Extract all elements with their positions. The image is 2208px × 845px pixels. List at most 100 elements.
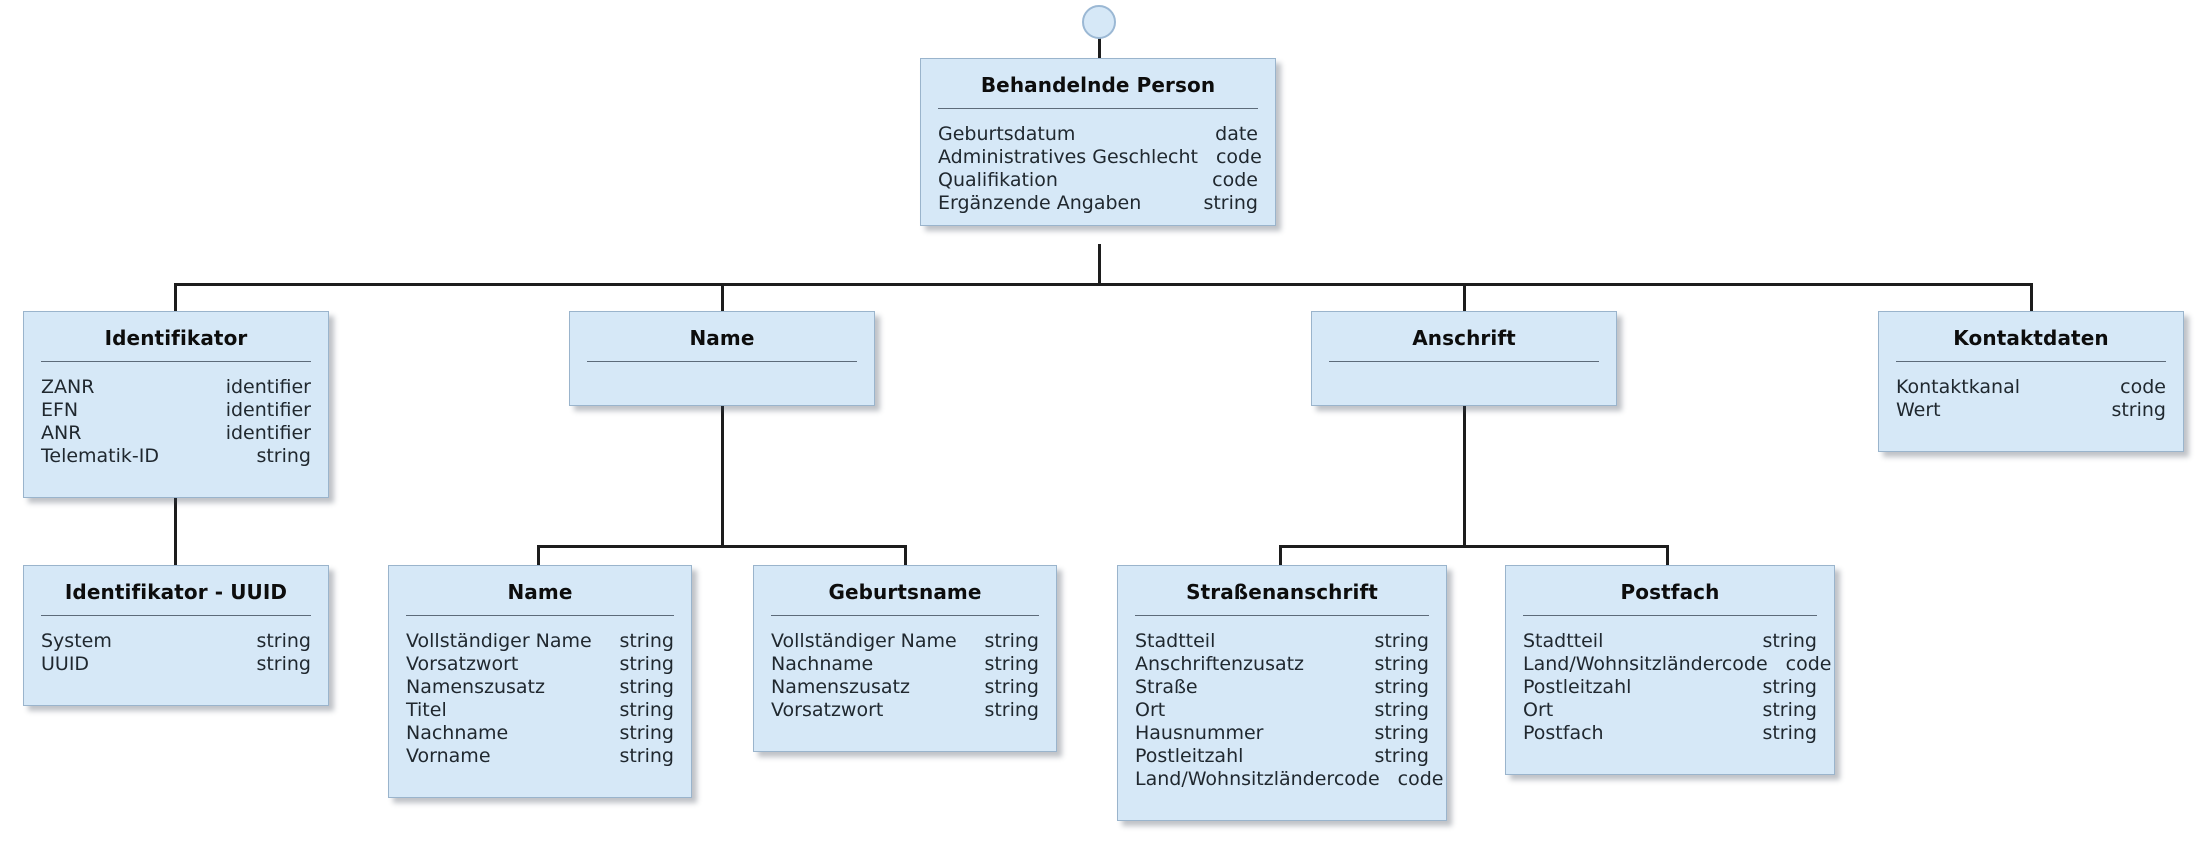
attribute-name: UUID bbox=[41, 653, 90, 675]
attribute-name: Straße bbox=[1135, 676, 1198, 698]
attribute-name: Qualifikation bbox=[938, 169, 1058, 191]
attribute-name: Vollständiger Name bbox=[406, 630, 592, 652]
attribute-type: code bbox=[2120, 376, 2166, 398]
root-connector-dot bbox=[1082, 5, 1116, 39]
attribute-row: Postleitzahl string bbox=[1135, 745, 1429, 768]
node-title: Postfach bbox=[1620, 580, 1720, 604]
attribute-type: string bbox=[619, 676, 674, 698]
attribute-type: string bbox=[619, 699, 674, 721]
edge-bar-to-name-group bbox=[721, 283, 724, 312]
attribute-name: Vorsatzwort bbox=[771, 699, 884, 721]
node-identifikator[interactable]: Identifikator ZANR identifier EFN identi… bbox=[23, 311, 329, 498]
attribute-type: code bbox=[1215, 146, 1262, 168]
node-title: Kontaktdaten bbox=[1953, 326, 2109, 350]
attribute-name: Ort bbox=[1135, 699, 1166, 721]
node-kontaktdaten[interactable]: Kontaktdaten Kontaktkanal code Wert stri… bbox=[1878, 311, 2184, 452]
attribute-row: Stadtteil string bbox=[1135, 630, 1429, 653]
attribute-name: Land/Wohnsitzländercode bbox=[1523, 653, 1768, 675]
attribute-type: string bbox=[619, 722, 674, 744]
node-anschrift-group[interactable]: Anschrift bbox=[1311, 311, 1617, 406]
attribute-name: ANR bbox=[41, 422, 82, 444]
node-header-rule bbox=[1135, 615, 1429, 616]
edge-bar-to-postfach bbox=[1666, 545, 1669, 566]
attribute-type: date bbox=[1215, 123, 1258, 145]
attribute-row: Postfach string bbox=[1523, 722, 1817, 745]
node-attribute-list: System string UUID string bbox=[24, 616, 328, 686]
attribute-name: Vollständiger Name bbox=[771, 630, 957, 652]
attribute-row: Land/Wohnsitzländercode code bbox=[1523, 653, 1831, 676]
attribute-row: Ergänzende Angaben string bbox=[938, 192, 1258, 215]
attribute-type: string bbox=[2111, 399, 2166, 421]
attribute-row: Kontaktkanal code bbox=[1896, 376, 2166, 399]
attribute-row: Stadtteil string bbox=[1523, 630, 1817, 653]
attribute-name: Nachname bbox=[771, 653, 874, 675]
edge-name-children-bar bbox=[537, 545, 907, 548]
edge-name-group-down bbox=[721, 405, 724, 547]
attribute-row: EFN identifier bbox=[41, 399, 311, 422]
attribute-type: string bbox=[984, 653, 1039, 675]
attribute-row: System string bbox=[41, 630, 311, 653]
attribute-row: Ort string bbox=[1523, 699, 1817, 722]
edge-circle-to-root bbox=[1098, 36, 1101, 60]
node-attribute-list: Kontaktkanal code Wert string bbox=[1879, 362, 2183, 432]
edge-bar-to-kontaktdaten bbox=[2030, 283, 2033, 312]
attribute-type: string bbox=[1762, 722, 1817, 744]
attribute-type: string bbox=[1374, 699, 1429, 721]
attribute-name: Telematik-ID bbox=[41, 445, 160, 467]
node-behandelnde-person[interactable]: Behandelnde Person Geburtsdatum date Adm… bbox=[920, 58, 1276, 226]
attribute-name: Namenszusatz bbox=[406, 676, 545, 698]
node-attribute-list: Vollständiger Name string Vorsatzwort st… bbox=[389, 616, 691, 778]
node-geburtsname[interactable]: Geburtsname Vollständiger Name string Na… bbox=[753, 565, 1057, 752]
node-title: Straßenanschrift bbox=[1186, 580, 1378, 604]
attribute-name: Vorname bbox=[406, 745, 491, 767]
node-attribute-list: Stadtteil string Land/Wohnsitzländercode… bbox=[1506, 616, 1834, 755]
node-title: Identifikator - UUID bbox=[64, 580, 288, 604]
node-header-rule bbox=[41, 361, 311, 362]
attribute-row: Vorname string bbox=[406, 745, 674, 768]
attribute-row: Wert string bbox=[1896, 399, 2166, 422]
attribute-name: Stadtteil bbox=[1135, 630, 1216, 652]
attribute-name: ZANR bbox=[41, 376, 95, 398]
node-header-rule bbox=[1329, 361, 1599, 362]
node-postfach[interactable]: Postfach Stadtteil string Land/Wohnsitzl… bbox=[1505, 565, 1835, 775]
node-header-rule bbox=[771, 615, 1039, 616]
attribute-type: code bbox=[1397, 768, 1444, 790]
attribute-name: Postfach bbox=[1523, 722, 1604, 744]
edge-root-down bbox=[1098, 244, 1101, 285]
attribute-type: string bbox=[984, 699, 1039, 721]
attribute-name: Ort bbox=[1523, 699, 1554, 721]
attribute-row: ANR identifier bbox=[41, 422, 311, 445]
node-attribute-list: Geburtsdatum date Administratives Geschl… bbox=[921, 109, 1275, 225]
attribute-type: identifier bbox=[225, 376, 311, 398]
node-title: Name bbox=[507, 580, 573, 604]
attribute-name: Hausnummer bbox=[1135, 722, 1264, 744]
node-header-rule bbox=[587, 361, 857, 362]
attribute-row: Vollständiger Name string bbox=[771, 630, 1039, 653]
edge-anschrift-group-down bbox=[1463, 405, 1466, 547]
attribute-name: Geburtsdatum bbox=[938, 123, 1076, 145]
attribute-name: Anschriftenzusatz bbox=[1135, 653, 1305, 675]
node-header-rule bbox=[41, 615, 311, 616]
node-strassenanschrift[interactable]: Straßenanschrift Stadtteil string Anschr… bbox=[1117, 565, 1447, 821]
attribute-row: Vollständiger Name string bbox=[406, 630, 674, 653]
attribute-type: code bbox=[1212, 169, 1258, 191]
attribute-name: Namenszusatz bbox=[771, 676, 910, 698]
attribute-row: Namenszusatz string bbox=[771, 676, 1039, 699]
node-header-rule bbox=[1523, 615, 1817, 616]
edge-bar-to-strassenanschrift bbox=[1279, 545, 1282, 566]
attribute-row: Geburtsdatum date bbox=[938, 123, 1258, 146]
attribute-row: Administratives Geschlecht code bbox=[938, 146, 1262, 169]
node-identifikator-uuid[interactable]: Identifikator - UUID System string UUID … bbox=[23, 565, 329, 706]
attribute-type: string bbox=[256, 653, 311, 675]
attribute-row: Telematik-ID string bbox=[41, 445, 311, 468]
node-name-detail[interactable]: Name Vollständiger Name string Vorsatzwo… bbox=[388, 565, 692, 798]
node-name-group[interactable]: Name bbox=[569, 311, 875, 406]
node-title: Behandelnde Person bbox=[980, 73, 1216, 97]
attribute-name: Kontaktkanal bbox=[1896, 376, 2021, 398]
node-title: Anschrift bbox=[1412, 326, 1516, 350]
attribute-type: string bbox=[1762, 676, 1817, 698]
node-attribute-list: Vollständiger Name string Nachname strin… bbox=[754, 616, 1056, 732]
edge-anschrift-children-bar bbox=[1279, 545, 1669, 548]
attribute-row: Straße string bbox=[1135, 676, 1429, 699]
